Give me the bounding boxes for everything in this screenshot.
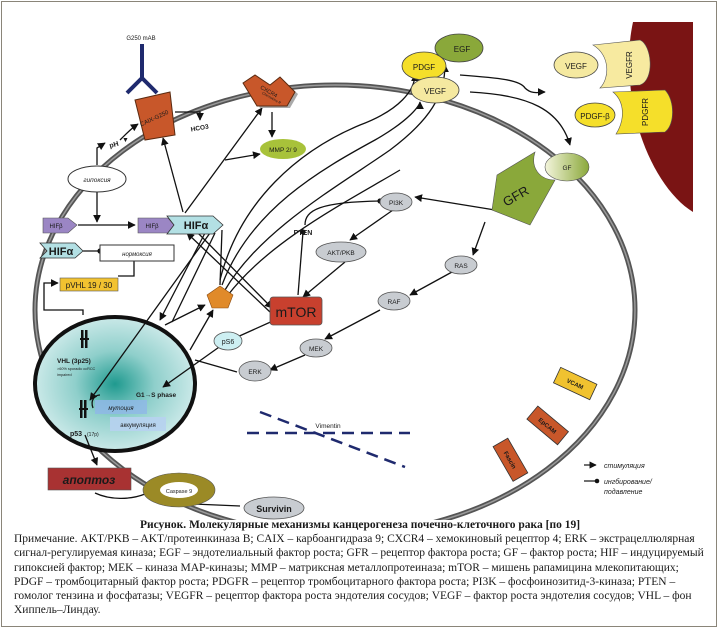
erk-node: ERK xyxy=(238,360,272,382)
egf-node: EGF xyxy=(434,33,484,63)
svg-text:HIFβ: HIFβ xyxy=(49,224,63,230)
svg-text:Caspase 9: Caspase 9 xyxy=(166,489,192,495)
svg-text:MEK: MEK xyxy=(309,346,324,353)
ps6-node: pS6 xyxy=(213,331,243,351)
svg-text:HIFα: HIFα xyxy=(184,220,209,232)
akt-node: AKT/PKB xyxy=(315,241,367,263)
legend-inhibition-label-2: подавление xyxy=(604,488,643,496)
pdgfr-receptor: PDGFR xyxy=(612,89,673,135)
hco3-label: HCO3 xyxy=(190,123,209,133)
svg-text:PDGFR: PDGFR xyxy=(641,98,650,126)
pathway-arrows xyxy=(43,64,572,507)
vhl-chromosome-icon xyxy=(80,330,89,348)
svg-text:VEGFR: VEGFR xyxy=(625,51,634,79)
pdgf-node: PDGF xyxy=(401,51,447,81)
pdgfb-node: PDGF-β xyxy=(574,102,616,128)
svg-text:RAS: RAS xyxy=(454,263,468,270)
vegfr-receptor: VEGFR xyxy=(592,39,651,89)
cell-membrane xyxy=(32,82,638,520)
svg-text:PDGF: PDGF xyxy=(413,63,435,72)
svg-text:mTOR: mTOR xyxy=(276,304,317,320)
legend-inhibition-label-1: ингбирование/ xyxy=(604,478,653,486)
svg-text:pVHL 19 / 30: pVHL 19 / 30 xyxy=(66,281,113,290)
hif-complex: HIFβ HIFα xyxy=(137,215,224,235)
vimentin-label: Vimentin xyxy=(315,423,341,430)
accumulation-box xyxy=(110,417,166,431)
mmp-node xyxy=(260,139,306,159)
vhl-sublabel-1: >60% sporadic ccRCC xyxy=(57,367,96,371)
mtor-node: mTOR xyxy=(269,296,323,326)
hypoxia-node xyxy=(67,165,127,193)
gf-node: GF xyxy=(544,152,590,182)
svg-text:ERK: ERK xyxy=(248,369,262,376)
pten-label: PTEN xyxy=(294,230,313,237)
legend-inhibition-dot-icon xyxy=(594,478,600,484)
figure-note: Примечание. AKT/PKB – AKT/протеинкиназа … xyxy=(14,533,704,617)
legend: стимуляция ингбирование/ подавление xyxy=(584,461,653,496)
svg-text:RAF: RAF xyxy=(388,299,401,306)
svg-text:апоптоз: апоптоз xyxy=(63,473,116,487)
ras-node: RAS xyxy=(444,255,478,275)
normoxia-node xyxy=(99,244,175,262)
epcam-protein: EpCAM xyxy=(526,405,570,446)
mek-node: MEK xyxy=(299,338,333,358)
vcam-protein: VCAM xyxy=(552,366,598,401)
svg-text:нормоксия: нормоксия xyxy=(122,252,152,258)
vhl-label: VHL (3p25) xyxy=(57,358,91,365)
survivin-node: Survivin xyxy=(243,496,305,520)
caspase-node: Caspase 9 xyxy=(142,472,216,508)
svg-text:VEGF: VEGF xyxy=(565,62,587,71)
apoptosis-node: апоптоз xyxy=(47,467,132,491)
hifa-node: HIFα xyxy=(39,242,84,259)
svg-text:pS6: pS6 xyxy=(222,339,235,346)
svg-text:VEGF: VEGF xyxy=(424,87,446,96)
cxcr4-receptor: CXCR4 Chemokine R xyxy=(242,74,298,108)
gfr-receptor: GFR xyxy=(491,151,556,226)
svg-text:мутоция: мутоция xyxy=(108,406,134,412)
ph-down-icon: ▼ xyxy=(122,137,129,144)
svg-text:Survivin: Survivin xyxy=(256,504,292,514)
svg-text:EGF: EGF xyxy=(454,45,471,54)
pentagon-node xyxy=(206,285,234,309)
svg-text:AKT/PKB: AKT/PKB xyxy=(327,250,354,257)
figure-title: Рисунок. Молекулярные механизмы канцерог… xyxy=(139,519,581,531)
svg-text:MMP 2/ 9: MMP 2/ 9 xyxy=(269,147,297,154)
svg-text:HIFβ: HIFβ xyxy=(145,224,159,230)
ph-label: pH xyxy=(109,141,120,150)
raf-node: RAF xyxy=(377,291,411,311)
fascin-protein: Fascin xyxy=(492,437,529,482)
vegf-right-node: VEGF xyxy=(553,51,599,79)
svg-text:GF: GF xyxy=(562,165,571,172)
g250-antibody-icon xyxy=(125,44,159,95)
legend-stimulation-label: стимуляция xyxy=(604,463,645,470)
vimentin-filaments xyxy=(247,410,410,469)
g1s-phase-label: G1→S phase xyxy=(136,392,176,399)
p53-label: p53 xyxy=(70,431,82,438)
p53-sublabel: (17p) xyxy=(87,432,99,438)
pathway-diagram: G250 mAB CAIX-G250 HCO3 pH ▼ CXCR4 Chemo… xyxy=(32,22,693,520)
hifb-node: HIFβ xyxy=(42,217,78,234)
pvhl-node xyxy=(59,277,119,292)
pi3k-node: PI3K xyxy=(379,192,413,212)
vegf-top-node: VEGF xyxy=(410,76,460,104)
g250-label: G250 mAB xyxy=(126,36,155,42)
svg-text:HIFα: HIFα xyxy=(49,246,74,258)
p53-chromosome-icon xyxy=(79,400,88,418)
caix-receptor: CAIX-G250 xyxy=(134,91,176,141)
svg-text:гипоксия: гипоксия xyxy=(83,177,111,184)
figure-caption: Рисунок. Молекулярные механизмы канцерог… xyxy=(14,519,706,618)
svg-text:PI3K: PI3K xyxy=(389,200,404,207)
mutation-box xyxy=(95,400,147,414)
vhl-sublabel-2: impaired xyxy=(57,373,72,377)
svg-text:PDGF-β: PDGF-β xyxy=(580,112,610,121)
svg-text:аккумуляция: аккумуляция xyxy=(120,423,155,429)
